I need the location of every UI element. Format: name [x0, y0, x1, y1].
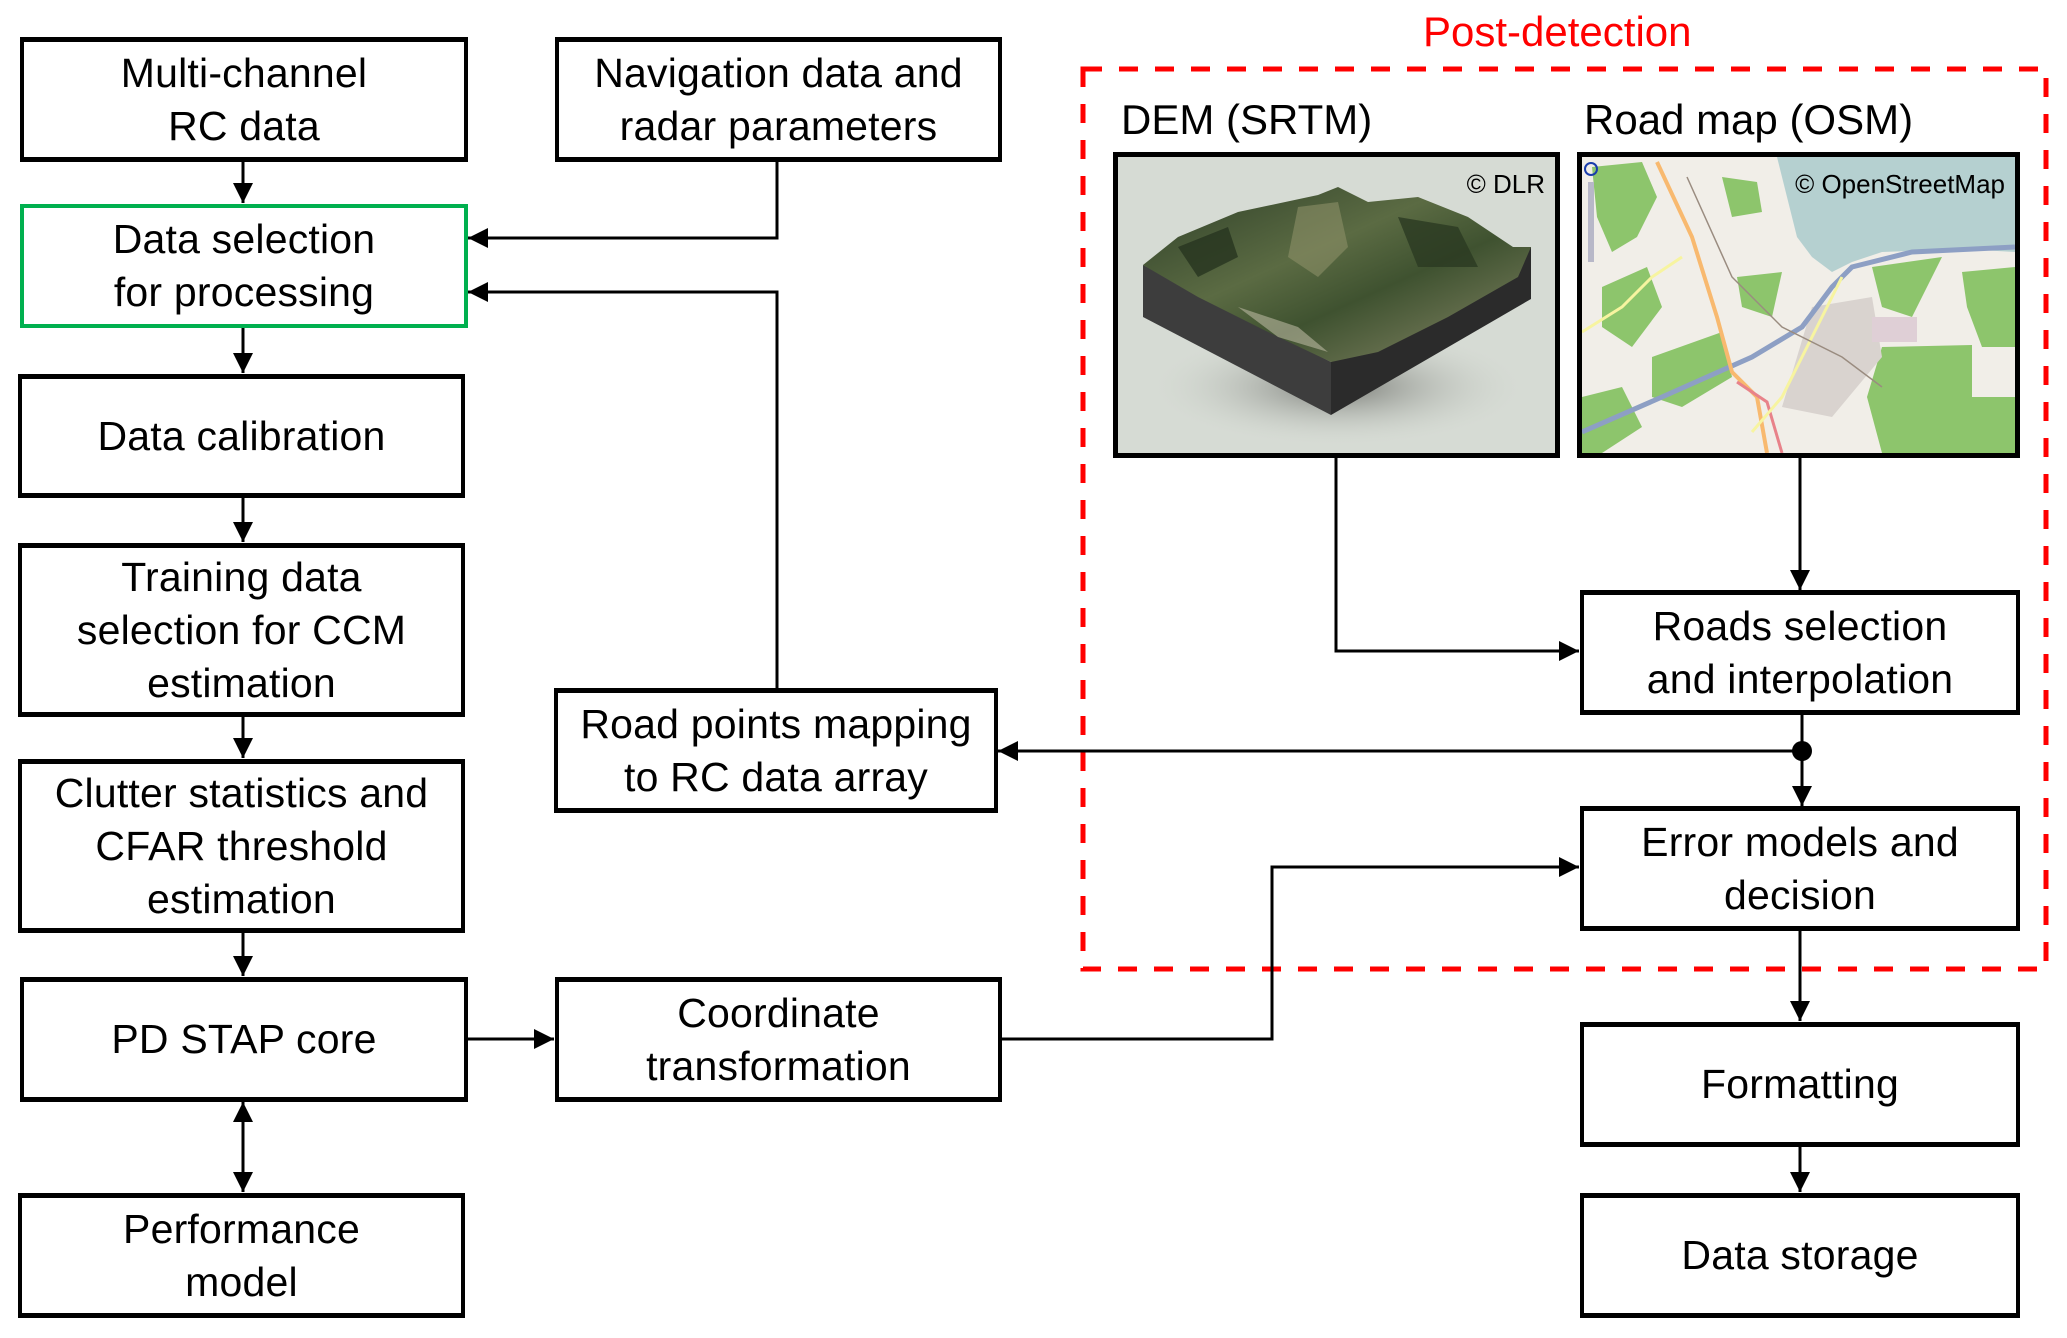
node-label: Multi-channel RC data: [120, 49, 368, 149]
node-label: Data calibration: [97, 412, 386, 459]
road-map-icon: [1582, 157, 2015, 453]
osm-credit: © OpenStreetMap: [1795, 169, 2005, 199]
node-label: Roads selection and interpolation: [1646, 602, 1954, 702]
dem-credit: © DLR: [1466, 169, 1545, 199]
dem-image: © DLR: [1113, 152, 1560, 458]
node-data-calibration[interactable]: Data calibration: [18, 374, 465, 498]
osm-image: © OpenStreetMap: [1577, 152, 2020, 458]
edge-coordinate-to-errormodels: [1001, 857, 1579, 1041]
node-label: Data selection for processing: [112, 216, 376, 315]
node-road-points-mapping[interactable]: Road points mapping to RC data array: [554, 688, 998, 813]
node-label: Data storage: [1681, 1232, 1919, 1278]
junction-dot: [1792, 741, 1812, 761]
terrain-3d-icon: [1143, 187, 1531, 447]
edge-navigation-to-selection: [468, 162, 779, 248]
node-label: Formatting: [1701, 1061, 1899, 1107]
node-multichannel-rc-data[interactable]: Multi-channel RC data: [20, 37, 468, 162]
post-detection-title: Post-detection: [1423, 8, 1692, 55]
osm-label: Road map (OSM): [1584, 96, 1914, 143]
node-label: Road points mapping to RC data array: [580, 700, 972, 800]
node-formatting[interactable]: Formatting: [1580, 1022, 2020, 1147]
node-label: Navigation data and radar parameters: [594, 49, 963, 149]
node-training-data-selection[interactable]: Training data selection for CCM estimati…: [18, 543, 465, 717]
node-coordinate-transformation[interactable]: Coordinate transformation: [555, 977, 1002, 1102]
node-label: Coordinate transformation: [646, 989, 911, 1089]
node-clutter-statistics[interactable]: Clutter statistics and CFAR threshold es…: [18, 759, 465, 933]
node-label: Clutter statistics and CFAR threshold es…: [54, 769, 429, 922]
node-label: Training data selection for CCM estimati…: [76, 553, 407, 706]
node-label: Error models and decision: [1641, 818, 1959, 918]
node-data-storage[interactable]: Data storage: [1580, 1193, 2020, 1318]
node-label: PD STAP core: [111, 1016, 377, 1062]
node-error-models[interactable]: Error models and decision: [1580, 806, 2020, 931]
node-roads-selection[interactable]: Roads selection and interpolation: [1580, 590, 2020, 715]
post-detection-region: [1080, 66, 2049, 972]
dem-label: DEM (SRTM): [1121, 96, 1373, 143]
edge-roadpoints-to-selection: [468, 282, 779, 688]
edge-dem-to-roads: [1334, 457, 1579, 661]
node-data-selection[interactable]: Data selection for processing: [20, 204, 468, 328]
node-navigation-data[interactable]: Navigation data and radar parameters: [555, 37, 1002, 162]
node-performance-model[interactable]: Performance model: [18, 1193, 465, 1318]
node-label: Performance model: [123, 1205, 360, 1305]
node-pd-stap-core[interactable]: PD STAP core: [20, 977, 468, 1102]
